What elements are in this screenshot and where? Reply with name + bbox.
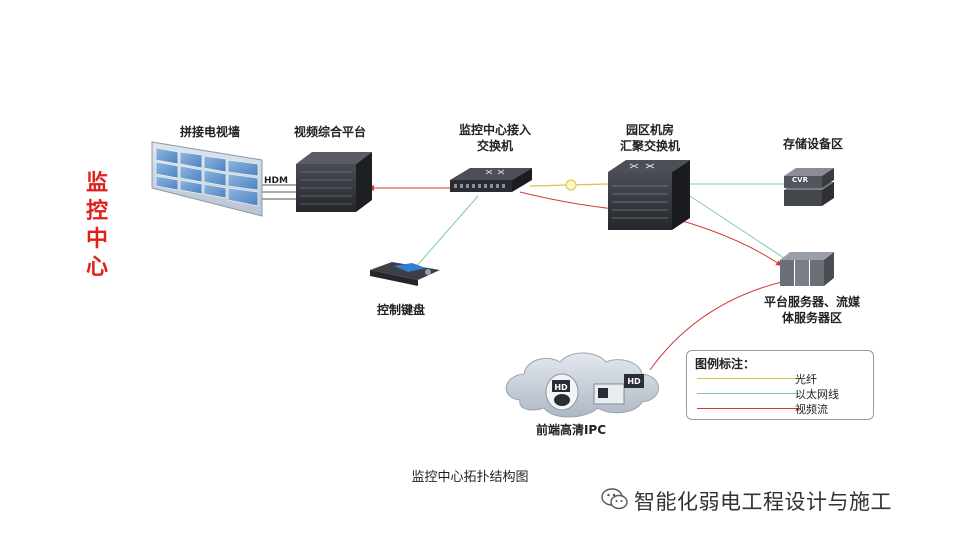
ethernet-link-keyboard [414, 195, 479, 269]
side-title-char: 控 [85, 199, 108, 224]
legend-item-fiber: 光纤 [687, 371, 873, 387]
label-servers: 平台服务器、流媒 体服务器区 [763, 295, 860, 325]
watermark-text: 智能化弱电工程设计与施工 [634, 490, 892, 514]
label-core-switch: 园区机房 汇聚交换机 [619, 123, 680, 153]
wechat-icon [601, 488, 628, 510]
video-stream-ipc-servers [649, 278, 791, 371]
label-ipc: 前端高清IPC [535, 423, 607, 437]
cvr-mark: CVR [792, 176, 809, 184]
side-title: 监 控 中 心 [82, 170, 112, 282]
diagram-caption: 监控中心拓扑结构图 [411, 470, 529, 485]
fiber-connector-icon [565, 179, 577, 191]
access-switch-icon [450, 168, 532, 192]
label-access-switch: 监控中心接入 交换机 [458, 123, 531, 153]
side-title-char: 中 [85, 227, 108, 252]
legend-swatch-fiber [697, 378, 801, 379]
legend-title: 图例标注： [695, 357, 756, 371]
hd-badge-icon-2 [624, 374, 644, 388]
servers-icon [780, 252, 834, 286]
legend-swatch-ethernet [697, 393, 801, 394]
video-wall-icon [151, 141, 263, 217]
storage-cvr-icon [784, 168, 834, 206]
ethernet-link-servers [689, 195, 791, 263]
legend-label: 视频流 [795, 403, 828, 416]
legend-item-video: 视频流 [687, 401, 873, 417]
label-video-platform: 视频综合平台 [293, 125, 366, 139]
ipc-cloud-icon: HD HD [505, 352, 659, 418]
legend-box: 图例标注： 光纤 以太网线 视频流 [686, 350, 874, 420]
label-video-wall: 拼接电视墙 [179, 125, 240, 139]
connection-lines [262, 179, 791, 371]
video-platform-icon [296, 152, 372, 212]
legend-label: 以太网线 [795, 388, 839, 401]
legend-item-ethernet: 以太网线 [687, 386, 873, 402]
side-title-char: 心 [85, 255, 108, 280]
side-title-char: 监 [85, 171, 108, 196]
core-switch-icon [608, 160, 690, 230]
hd-badge-icon-1 [552, 380, 570, 392]
legend-swatch-video [697, 408, 801, 409]
label-storage: 存储设备区 [782, 137, 843, 151]
control-keyboard-icon [370, 262, 440, 286]
label-keyboard: 控制键盘 [376, 303, 425, 317]
hd-badge-1-text: HD [554, 383, 568, 392]
hdmi-label: HDM [264, 176, 288, 186]
hd-badge-2-text: HD [627, 377, 641, 386]
legend-label: 光纤 [795, 373, 817, 386]
